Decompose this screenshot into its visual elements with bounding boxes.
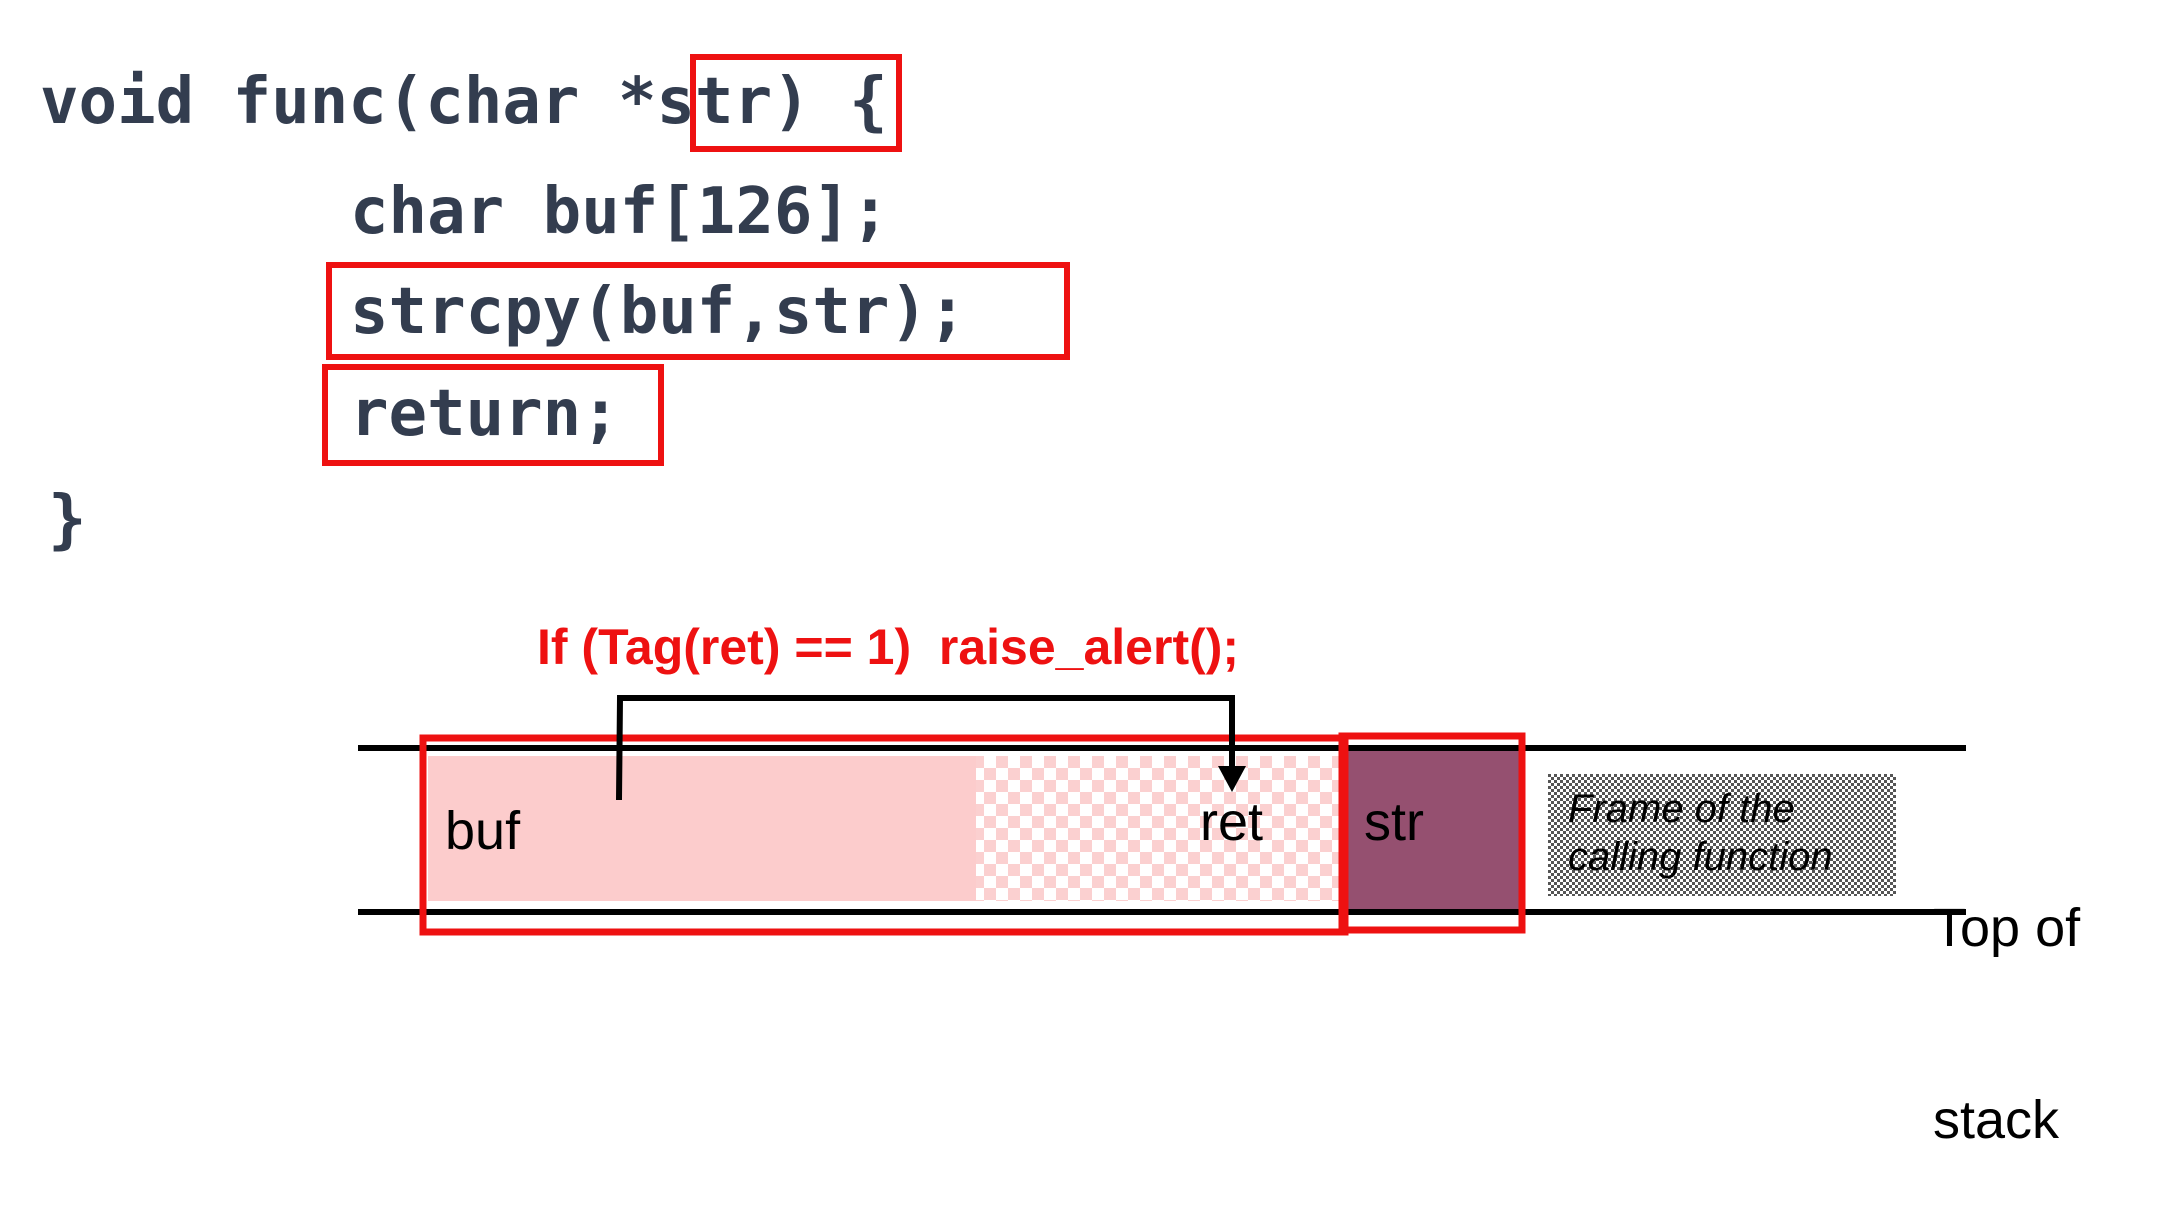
code-func-signature: void func(char: [40, 65, 618, 139]
tag-check-arrow: [616, 695, 1235, 801]
code-line-3: strcpy(buf,str);: [350, 275, 967, 349]
top-of-stack-line2: stack: [1933, 1090, 2060, 1150]
ret-label: ret: [1200, 792, 1264, 852]
highlight-box-return: [322, 364, 664, 466]
str-label: str: [1364, 792, 1424, 852]
caller-frame-label-line1: Frame of the: [1568, 787, 1795, 831]
top-of-stack-label: Top of stack: [1933, 768, 2080, 1216]
caller-frame-label: Frame of the calling function: [1568, 785, 1928, 881]
highlight-box-param: [690, 54, 902, 152]
highlight-box-strcpy: [326, 262, 1070, 360]
top-of-stack-line1: Top of: [1933, 898, 2081, 958]
buf-label: buf: [445, 801, 521, 861]
arrow-head: [1218, 766, 1246, 792]
code-param-str: *str): [617, 65, 811, 139]
code-line-2: char buf[126];: [350, 175, 890, 249]
caller-frame-label-line2: calling function: [1568, 835, 1833, 879]
code-line-5: }: [48, 483, 87, 557]
ret-region: [976, 756, 1340, 901]
tag-check-text: If (Tag(ret) == 1) raise_alert();: [537, 619, 1240, 675]
code-line-4: return;: [350, 377, 620, 451]
code-open-brace: {: [810, 65, 888, 139]
code-line-1: void func(char *str) {: [40, 70, 888, 134]
